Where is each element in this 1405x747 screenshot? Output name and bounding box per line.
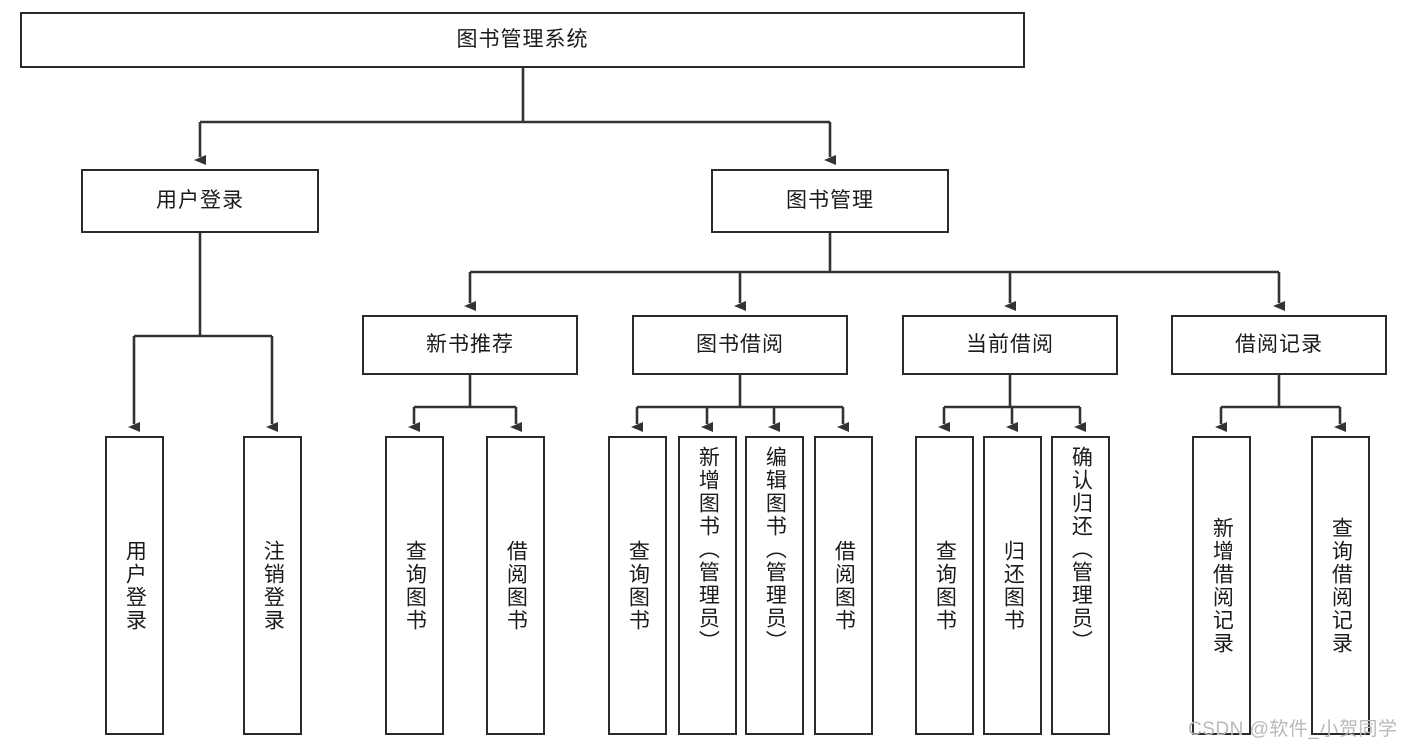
node-user-login[interactable]: 用户登录 — [81, 169, 319, 233]
node-new-book-recommend-label: 新书推荐 — [426, 333, 514, 357]
leaf-user-login[interactable]: 用户登录 — [105, 436, 164, 735]
leaf-query-book-current-label: 查询图书 — [933, 539, 957, 632]
node-book-management-label: 图书管理 — [786, 189, 874, 213]
node-borrow-record[interactable]: 借阅记录 — [1171, 315, 1387, 375]
leaf-confirm-return-admin[interactable]: 确认归还（管理员） — [1051, 436, 1110, 735]
leaf-query-book-new-label: 查询图书 — [403, 539, 427, 632]
leaf-borrow-book[interactable]: 借阅图书 — [814, 436, 873, 735]
node-book-borrow[interactable]: 图书借阅 — [632, 315, 848, 375]
leaf-query-book-new[interactable]: 查询图书 — [385, 436, 444, 735]
leaf-query-borrow-record[interactable]: 查询借阅记录 — [1311, 436, 1370, 735]
leaf-user-login-label: 用户登录 — [123, 539, 147, 632]
leaf-logout-label: 注销登录 — [261, 539, 285, 632]
watermark-text: CSDN @软件_小贺同学 — [1188, 719, 1398, 740]
leaf-add-borrow-record[interactable]: 新增借阅记录 — [1192, 436, 1251, 735]
leaf-return-book[interactable]: 归还图书 — [983, 436, 1042, 735]
leaf-add-book-admin[interactable]: 新增图书（管理员） — [678, 436, 737, 735]
leaf-return-book-label: 归还图书 — [1001, 539, 1025, 632]
node-user-login-label: 用户登录 — [156, 189, 244, 213]
node-borrow-record-label: 借阅记录 — [1235, 333, 1323, 357]
leaf-edit-book-admin-label: 编辑图书（管理员） — [763, 446, 787, 653]
leaf-add-book-admin-label: 新增图书（管理员） — [696, 446, 720, 653]
leaf-query-book-borrow[interactable]: 查询图书 — [608, 436, 667, 735]
leaf-query-borrow-record-label: 查询借阅记录 — [1329, 516, 1353, 655]
leaf-borrow-book-new-label: 借阅图书 — [504, 539, 528, 632]
leaf-logout[interactable]: 注销登录 — [243, 436, 302, 735]
node-root-system[interactable]: 图书管理系统 — [20, 12, 1025, 68]
node-book-borrow-label: 图书借阅 — [696, 333, 784, 357]
leaf-edit-book-admin[interactable]: 编辑图书（管理员） — [745, 436, 804, 735]
node-current-borrow-label: 当前借阅 — [966, 333, 1054, 357]
leaf-query-book-current[interactable]: 查询图书 — [915, 436, 974, 735]
leaf-borrow-book-label: 借阅图书 — [832, 539, 856, 632]
node-new-book-recommend[interactable]: 新书推荐 — [362, 315, 578, 375]
leaf-query-book-borrow-label: 查询图书 — [626, 539, 650, 632]
node-current-borrow[interactable]: 当前借阅 — [902, 315, 1118, 375]
node-book-management[interactable]: 图书管理 — [711, 169, 949, 233]
leaf-add-borrow-record-label: 新增借阅记录 — [1210, 516, 1234, 655]
leaf-confirm-return-admin-label: 确认归还（管理员） — [1069, 446, 1093, 653]
node-root-label: 图书管理系统 — [456, 28, 589, 52]
leaf-borrow-book-new[interactable]: 借阅图书 — [486, 436, 545, 735]
